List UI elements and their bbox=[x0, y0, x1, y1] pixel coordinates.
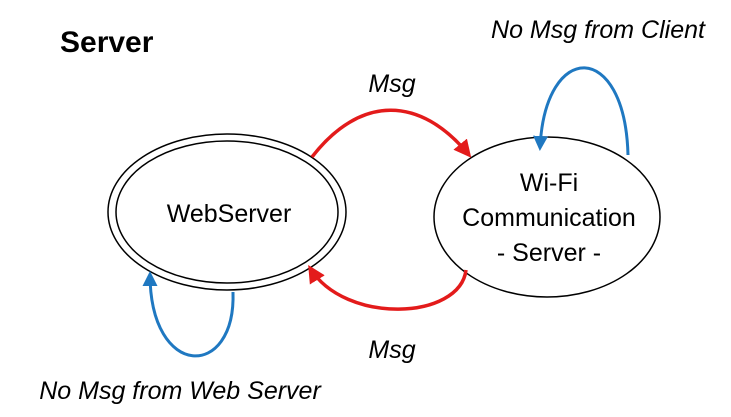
state-webserver-label: WebServer bbox=[167, 200, 292, 228]
state-wifi-label-line-3: - Server - bbox=[497, 239, 601, 267]
state-wifi-label-line-2: Communication bbox=[462, 204, 636, 232]
diagram-title: Server bbox=[60, 26, 154, 59]
transition-wifi-self-loop-arrow bbox=[533, 66, 630, 156]
transition-web-to-wifi-label: Msg bbox=[368, 70, 415, 98]
transition-web-self-loop-arrow bbox=[142, 271, 235, 358]
state-webserver-inner-ring bbox=[115, 140, 339, 284]
transition-web-self-loop-label: No Msg from Web Server bbox=[39, 377, 322, 405]
transition-web-to-wifi-arrow bbox=[310, 108, 472, 159]
state-webserver-outer-ring bbox=[107, 133, 347, 291]
transition-wifi-self-loop-label: No Msg from Client bbox=[491, 16, 706, 44]
state-wifi: Wi-Fi Communication - Server - bbox=[433, 136, 661, 298]
state-webserver: WebServer bbox=[107, 133, 347, 291]
transition-wifi-to-web-arrow bbox=[308, 265, 468, 311]
transition-wifi-to-web-label: Msg bbox=[368, 336, 415, 364]
state-wifi-label-line-1: Wi-Fi bbox=[520, 169, 578, 197]
